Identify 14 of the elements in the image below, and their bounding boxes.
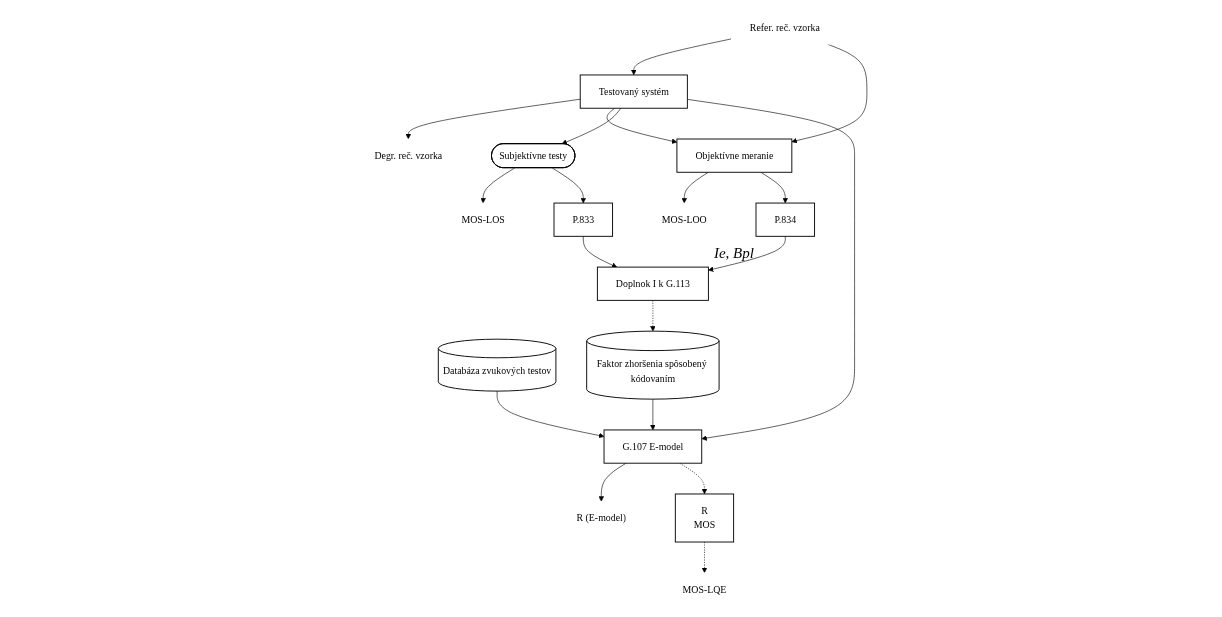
node-text: MOS-LOS <box>461 214 505 225</box>
node-text: Refer. reč. vzorka <box>749 22 820 33</box>
node-text: MOS-LOO <box>661 214 707 225</box>
node-box: G.107 E-model <box>603 429 702 464</box>
node-text: R (E-model) <box>576 512 626 523</box>
node-caption: Ie, Bpl <box>713 245 754 263</box>
node-box: Testovaný systém <box>579 74 688 109</box>
node-box: P.833 <box>553 202 613 237</box>
node-text: Degr. reč. vzorka <box>373 150 442 161</box>
node-box: Objektívne meranie <box>676 138 792 173</box>
node-box: P.834 <box>755 202 815 237</box>
node-box: R MOS <box>674 493 734 543</box>
node-box: Doplnok I k G.113 <box>596 266 709 301</box>
node-text: MOS-LQE <box>682 583 726 595</box>
